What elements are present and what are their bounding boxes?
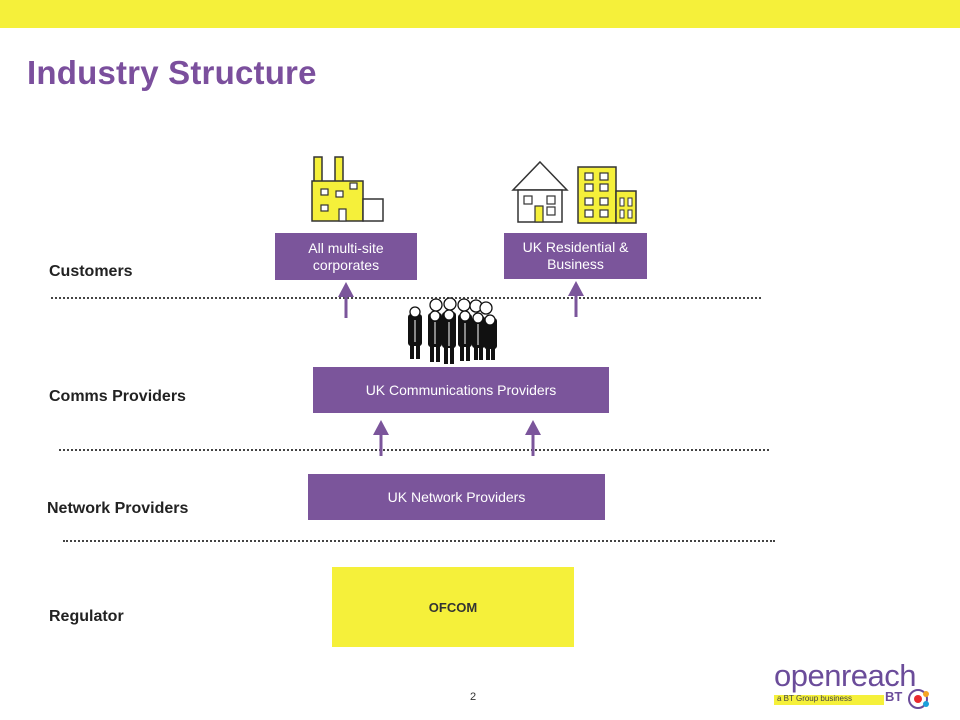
page-title: Industry Structure xyxy=(27,54,317,91)
top-accent-bar xyxy=(0,0,960,28)
box-uk-residential-business: UK Residential & Business xyxy=(504,233,647,279)
people-group-icon xyxy=(408,297,497,364)
page-number: 2 xyxy=(470,691,477,703)
logo-strip xyxy=(774,695,884,705)
openreach-logo: openreach a BT Group business BT xyxy=(770,658,940,713)
separator-customers xyxy=(51,297,761,299)
up-arrow-icon xyxy=(525,420,541,456)
bt-globe-icon xyxy=(908,689,929,709)
row-label-network-providers: Network Providers xyxy=(47,500,189,517)
separator-comms xyxy=(59,449,769,451)
logo-bt: BT xyxy=(885,689,903,704)
row-label-comms-providers: Comms Providers xyxy=(49,388,186,405)
row-label-customers: Customers xyxy=(49,263,133,280)
logo-tagline: a BT Group business xyxy=(777,694,853,703)
house-icon xyxy=(511,160,569,223)
factory-icon xyxy=(311,156,384,222)
logo-wordmark: openreach xyxy=(774,658,917,693)
box-uk-network-providers: UK Network Providers xyxy=(308,474,605,520)
row-label-regulator: Regulator xyxy=(49,608,124,625)
box-ofcom: OFCOM xyxy=(332,567,574,647)
office-building-icon xyxy=(577,166,637,224)
up-arrow-icon xyxy=(338,282,354,318)
up-arrow-icon xyxy=(373,420,389,456)
up-arrow-icon xyxy=(568,281,584,317)
box-multi-site-corporates: All multi-site corporates xyxy=(275,233,417,280)
separator-network xyxy=(63,540,775,542)
box-uk-communications-providers: UK Communications Providers xyxy=(313,367,609,413)
